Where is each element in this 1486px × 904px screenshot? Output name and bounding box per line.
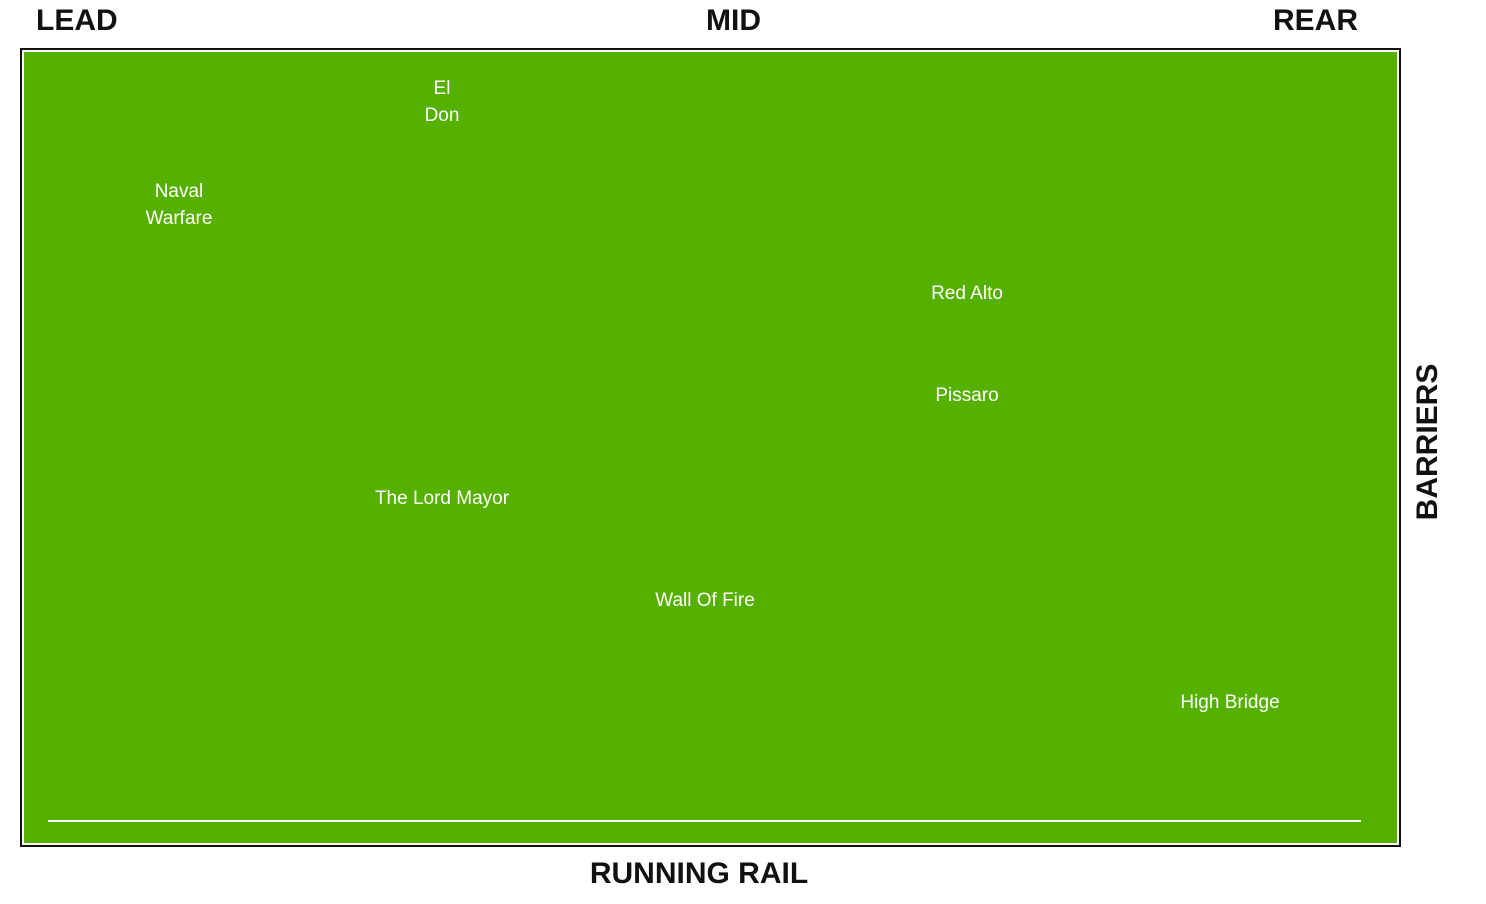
- barriers-label: BARRIERS: [1411, 363, 1444, 521]
- runner-the-lord-mayor: The Lord Mayor: [375, 485, 509, 512]
- runner-name-line: Red Alto: [931, 283, 1003, 304]
- running-rail-line: [48, 820, 1361, 822]
- race-field: El Don Naval Warfare Red Alto Pissaro Th…: [20, 48, 1401, 847]
- lead-label: LEAD: [36, 4, 118, 37]
- runner-wall-of-fire: Wall Of Fire: [655, 587, 755, 614]
- rear-label: REAR: [1273, 4, 1359, 37]
- runner-el-don: El Don: [425, 75, 460, 129]
- runner-naval-warfare: Naval Warfare: [146, 178, 213, 232]
- runner-name-line: Warfare: [145, 208, 213, 229]
- runner-pissaro: Pissaro: [935, 382, 998, 409]
- runner-high-bridge: High Bridge: [1180, 689, 1279, 716]
- runner-name-line: Don: [424, 105, 460, 126]
- runner-name-line: El: [433, 78, 451, 99]
- mid-label: MID: [706, 4, 761, 37]
- field-surface: El Don Naval Warfare Red Alto Pissaro Th…: [24, 52, 1397, 843]
- runner-red-alto: Red Alto: [931, 280, 1003, 307]
- runner-name-line: Wall Of Fire: [655, 590, 755, 611]
- runner-name-line: High Bridge: [1180, 692, 1280, 713]
- running-rail-label: RUNNING RAIL: [589, 857, 809, 890]
- runner-name-line: Pissaro: [935, 385, 999, 406]
- runner-name-line: The Lord Mayor: [374, 488, 510, 509]
- runner-name-line: Naval: [154, 181, 204, 202]
